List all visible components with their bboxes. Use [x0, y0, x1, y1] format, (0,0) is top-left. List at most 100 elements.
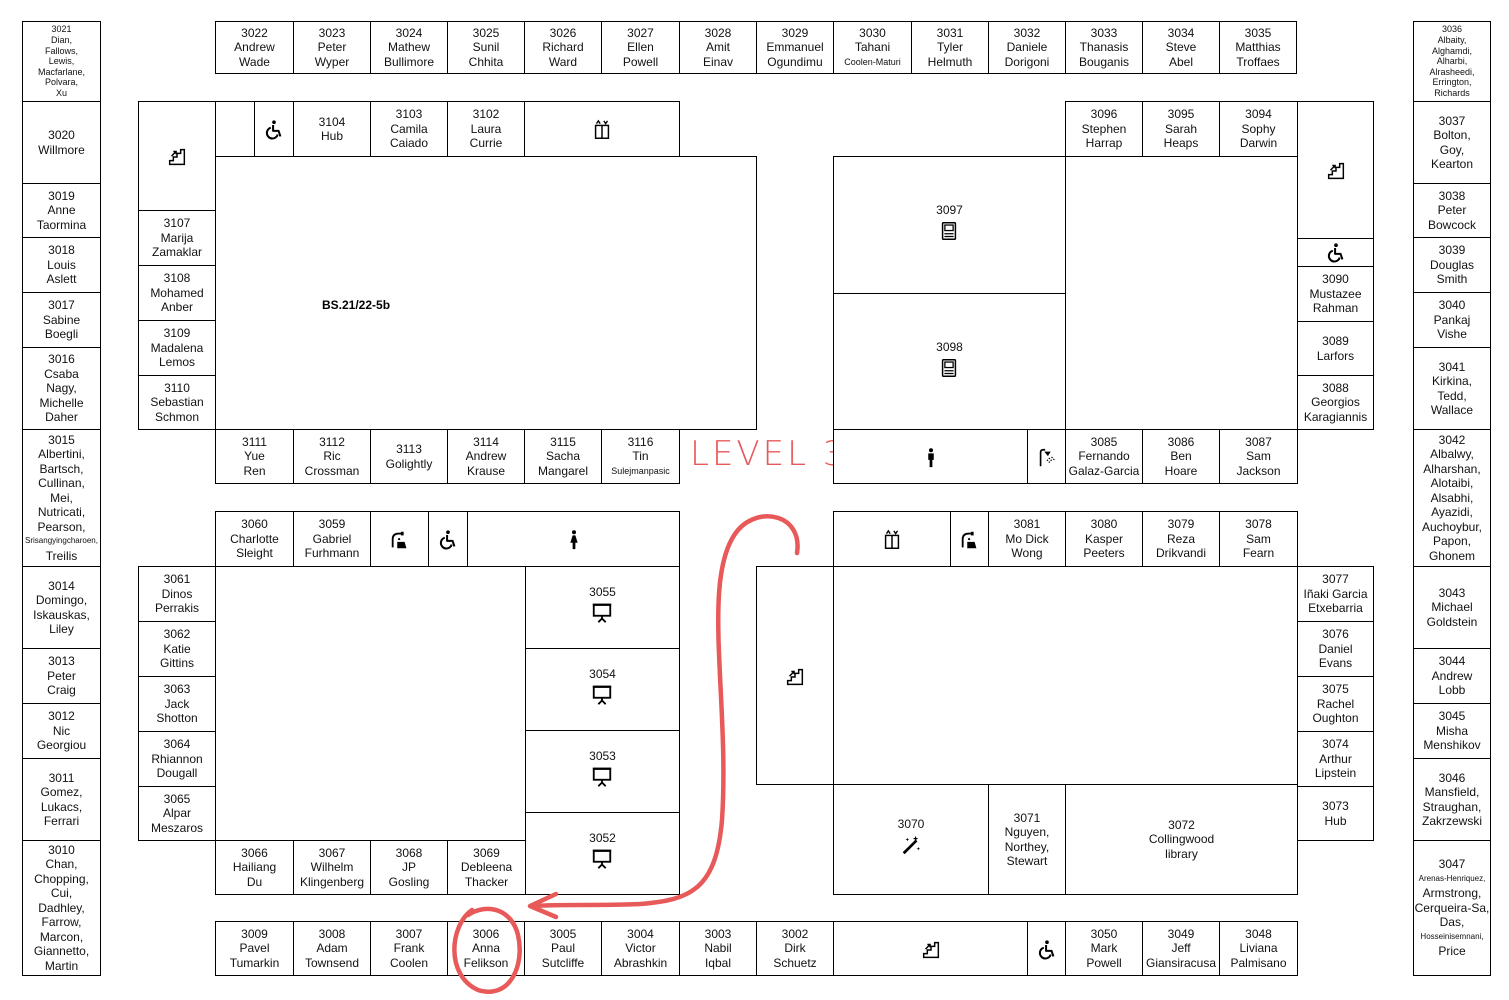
- wheelchair-icon: [439, 530, 456, 550]
- room-occupant: Arthur: [1319, 751, 1352, 766]
- room-number: 3046: [1438, 770, 1466, 785]
- room-occupant: Albalwy,: [1430, 447, 1474, 462]
- room-number: 3067: [318, 845, 346, 860]
- stairwell-upper-right: [1297, 101, 1374, 239]
- magic-wand-icon: [902, 835, 921, 854]
- room-number: 3109: [163, 326, 191, 341]
- room-occupant: Taormina: [36, 217, 87, 232]
- room-occupant: Treilis: [45, 548, 78, 563]
- room-3070: 3070: [833, 784, 989, 895]
- stairs-icon: [922, 941, 939, 958]
- room-occupant: Sabine: [42, 312, 81, 327]
- female-toilet-icon: [569, 530, 578, 550]
- room-number: 3009: [241, 926, 268, 941]
- room-occupant: Mo Dick: [1005, 531, 1049, 546]
- room-label: 3098: [936, 340, 963, 379]
- room-number: 3029: [781, 25, 809, 40]
- room-number: 3103: [395, 107, 423, 122]
- room-number: 3096: [1090, 107, 1118, 122]
- cleaner-cupboard-lower-right: [950, 511, 989, 567]
- room-occupant: Fallows,: [44, 45, 78, 56]
- room-occupant: Aslett: [46, 272, 77, 287]
- room-occupant: Galaz-Garcia: [1068, 463, 1140, 478]
- room-number: 3066: [241, 845, 268, 860]
- room-occupant: Peter: [1437, 203, 1467, 218]
- room-number: 3036: [1441, 24, 1463, 35]
- room-occupant: Nguyen,: [1004, 825, 1050, 839]
- blank-cell: [215, 101, 255, 157]
- room-occupant: Sophy: [1241, 121, 1276, 136]
- room-occupant: Ren: [243, 463, 266, 478]
- room-occupant: Iñaki Garcia: [1303, 586, 1368, 601]
- room-occupant: Bouganis: [1078, 54, 1130, 69]
- room-number: 3074: [1322, 737, 1349, 752]
- room-number: 3002: [781, 926, 809, 941]
- room-occupant: Alotaibi,: [1430, 476, 1474, 491]
- stairwell-lower-right: [756, 566, 834, 785]
- room-occupant: Peeters: [1083, 546, 1125, 561]
- room-occupant: Currie: [469, 136, 503, 151]
- room-occupant: Pankaj: [1433, 312, 1471, 327]
- room-occupant: Tin: [632, 449, 649, 464]
- room-occupant: Collingwood: [1148, 832, 1215, 847]
- accessible-wc-3104-side: [254, 101, 294, 157]
- room-occupant: Straughan,: [1422, 799, 1482, 814]
- room-occupant: Richard: [542, 40, 584, 55]
- room-occupant: Mangarel: [537, 463, 589, 478]
- room-number: 3025: [472, 25, 500, 40]
- room-occupant: Chhita: [468, 54, 504, 69]
- room-occupant: Mustazee: [1309, 286, 1362, 301]
- room-occupant: Domingo,: [35, 593, 88, 607]
- level-label: LEVEL 3: [690, 434, 848, 474]
- room-occupant: Goldstein: [1426, 614, 1478, 629]
- room-number: 3112: [319, 434, 345, 449]
- room-occupant: Bowcock: [1427, 217, 1477, 232]
- room-number: 3062: [163, 627, 191, 642]
- room-occupant: Mark: [1090, 941, 1118, 956]
- room-number: 3102: [472, 107, 500, 122]
- room-occupant: Meszaros: [150, 820, 203, 835]
- room-occupant: Kearton: [1430, 157, 1474, 171]
- room-number: 3088: [1322, 380, 1349, 395]
- room-number: 3055: [589, 585, 616, 599]
- room-number: 3038: [1438, 188, 1466, 203]
- room-number: 3061: [163, 572, 191, 587]
- room-occupant: Das,: [1439, 915, 1465, 930]
- room-occupant: Jackson: [1236, 463, 1281, 478]
- room-occupant: Tahani: [854, 40, 891, 55]
- room-occupant: Wong: [1011, 546, 1043, 561]
- cleaner-icon: [391, 531, 406, 549]
- room-occupant: Gosling: [388, 874, 430, 889]
